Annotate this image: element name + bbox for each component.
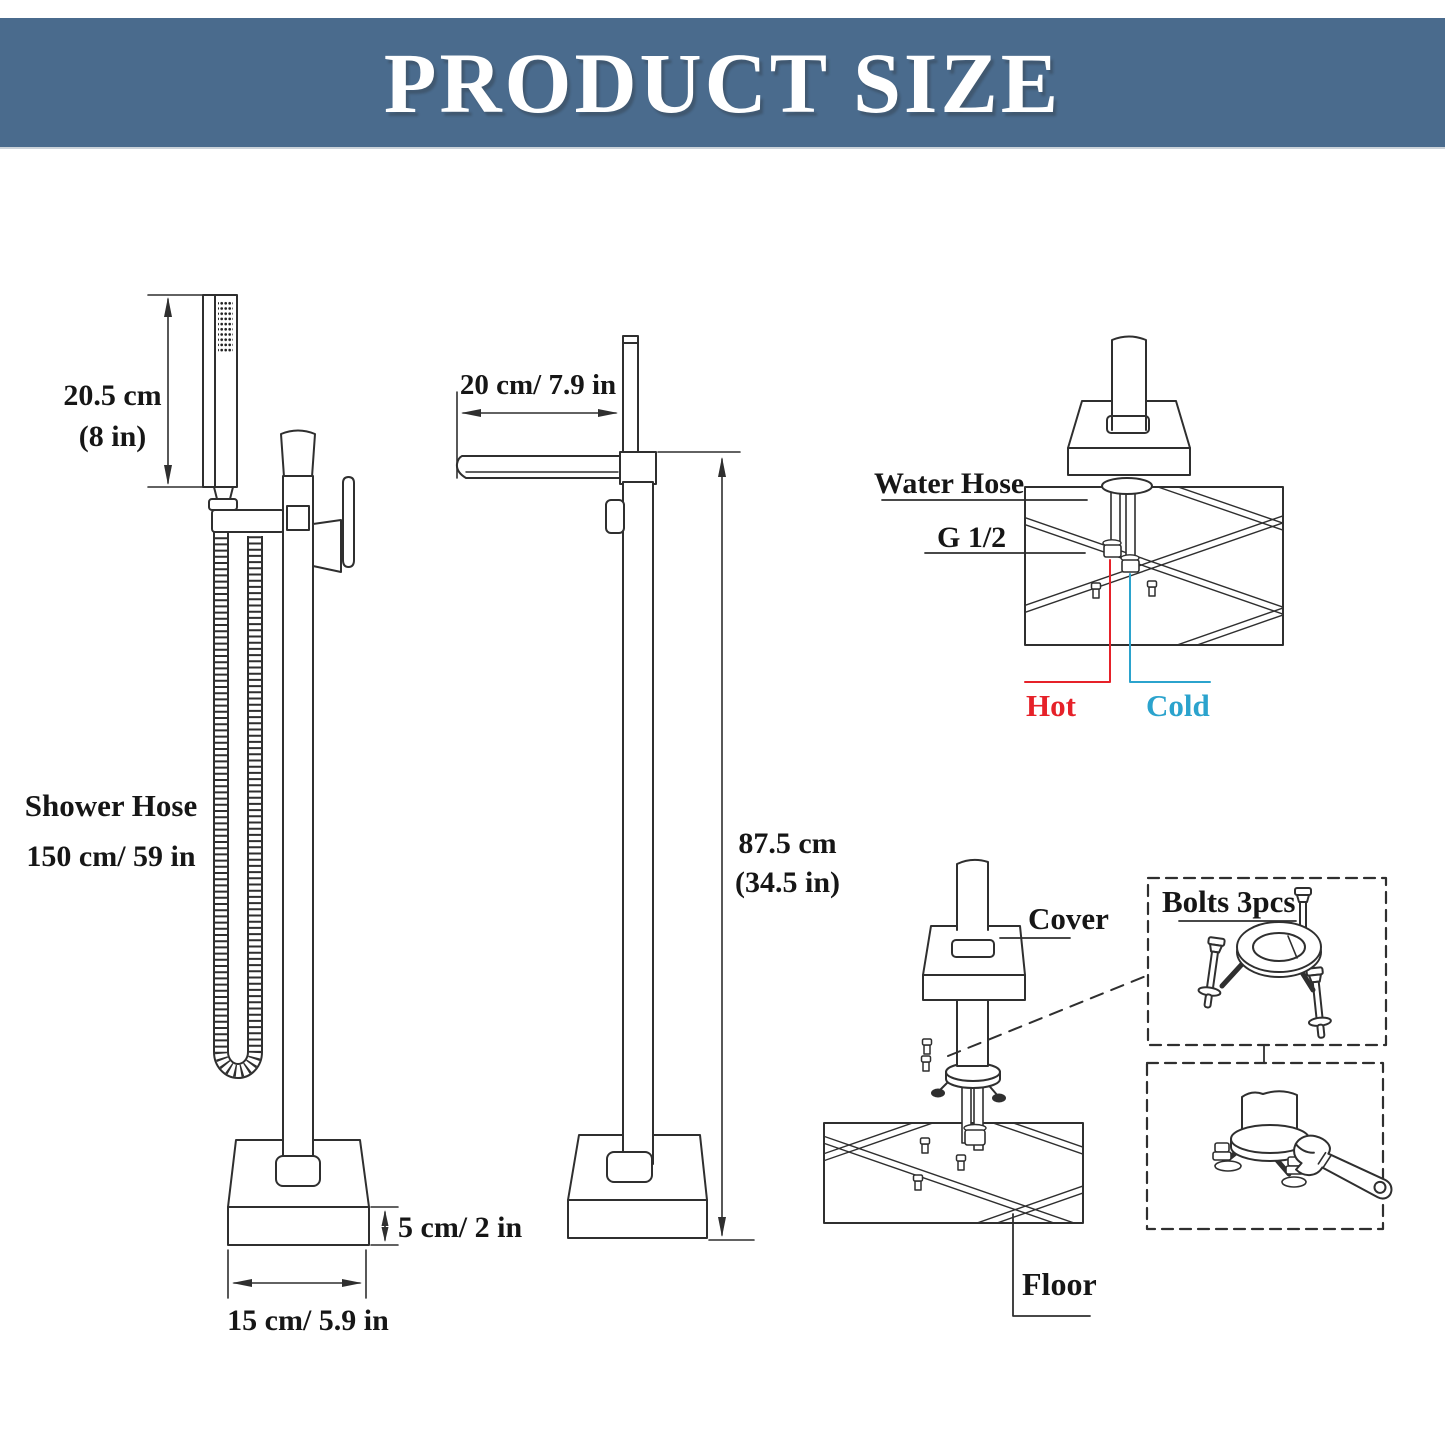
- connection-detail-drawing: [881, 335, 1284, 683]
- front-view-drawing: [147, 294, 399, 1299]
- wrench-icon: [1293, 1134, 1393, 1200]
- dim-total-height: 87.5 cm (34.5 in): [735, 827, 840, 900]
- water-hose-label: Water Hose: [874, 467, 1025, 500]
- header-banner: PRODUCT SIZE: [0, 18, 1445, 149]
- dim-handshower-in: (8 in): [78, 420, 147, 454]
- tile-floor: [1025, 487, 1283, 645]
- cold-label: Cold: [1146, 688, 1210, 723]
- installation-detail-drawing: [823, 858, 1147, 1317]
- dim-handshower-height: 20.5 cm (8 in): [30, 378, 195, 455]
- dim-handshower-lines: [147, 294, 211, 488]
- dim-base-width: 15 cm/ 5.9 in: [227, 1304, 389, 1337]
- handshower-icon: [202, 294, 238, 511]
- shower-hose-label: Shower Hose 150 cm/ 59 in: [24, 788, 198, 873]
- dim-base-height: 5 cm/ 2 in: [398, 1211, 523, 1244]
- installed-flange-icon: [1212, 1090, 1310, 1188]
- cold-leader: [1129, 573, 1211, 683]
- cover-label: Cover: [1028, 901, 1109, 936]
- hot-label: Hot: [1026, 688, 1076, 723]
- floor-label: Floor: [1022, 1266, 1097, 1302]
- hot-leader: [1024, 559, 1111, 683]
- side-view-drawing: [455, 335, 755, 1241]
- bolts-box: [1146, 876, 1388, 1047]
- bolts-label: Bolts 3pcs: [1162, 884, 1296, 919]
- shower-hose-icon: [213, 531, 263, 1079]
- thread-size-label: G 1/2: [937, 521, 1007, 554]
- floor-leader: [1012, 1213, 1091, 1317]
- dim-handshower-cm: 20.5 cm: [63, 379, 162, 412]
- mounting-ring-icon: [1195, 887, 1334, 1040]
- wrench-box: [1145, 1044, 1393, 1231]
- dim-spout-reach: 20 cm/ 7.9 in: [459, 369, 617, 401]
- tile-floor: [824, 1123, 1083, 1223]
- page-title: PRODUCT SIZE: [383, 34, 1062, 131]
